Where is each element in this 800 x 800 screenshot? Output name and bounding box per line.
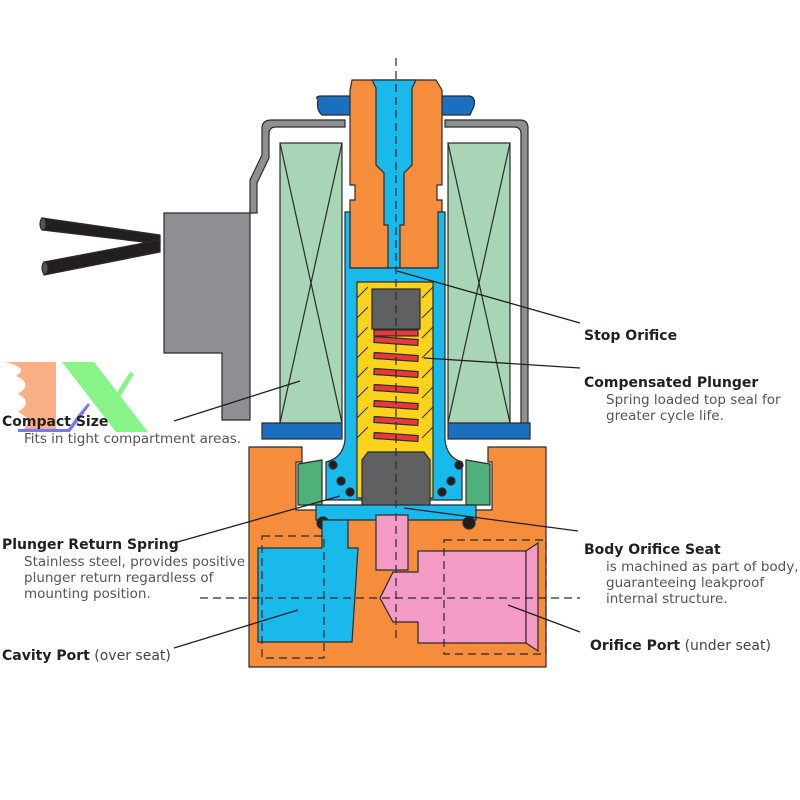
leader-stop-orifice bbox=[396, 270, 581, 324]
cavity-port bbox=[257, 519, 359, 643]
label-desc-line: Fits in tight compartment areas. bbox=[24, 431, 242, 447]
seal-right bbox=[465, 459, 491, 506]
lead-wires bbox=[39, 217, 161, 276]
label-desc-line: greater cycle life. bbox=[606, 408, 724, 424]
o-rings bbox=[316, 460, 476, 530]
coil-base-right bbox=[447, 422, 531, 440]
logo-mark bbox=[5, 362, 148, 432]
sleeve-hatch bbox=[356, 286, 434, 439]
label-plunger-return-spring: Plunger Return Spring Stainless steel, p… bbox=[2, 537, 245, 602]
leader-compact-size bbox=[173, 380, 301, 422]
label-desc-line: Spring loaded top seal for bbox=[606, 392, 781, 408]
label-desc-line: is machined as part of body, bbox=[606, 559, 799, 575]
label-title: Compensated Plunger bbox=[584, 375, 759, 391]
leader-compensated-plunger bbox=[423, 357, 581, 369]
connector-housing bbox=[163, 212, 251, 421]
label-qualifier: (under seat) bbox=[684, 638, 771, 654]
label-qualifier: (over seat) bbox=[94, 648, 171, 664]
leader-cavity-port bbox=[173, 609, 299, 649]
label-title: Orifice Port bbox=[590, 638, 681, 654]
label-title: Plunger Return Spring bbox=[2, 537, 179, 553]
label-title: Compact Size bbox=[2, 414, 109, 430]
label-desc-line: Stainless steel, provides positive bbox=[24, 554, 246, 570]
label-cavity-port: Cavity Port (over seat) bbox=[2, 648, 171, 665]
leader-orifice-port bbox=[507, 604, 581, 633]
retainer bbox=[315, 504, 477, 521]
coil-base-left bbox=[261, 422, 343, 440]
frame-bracket bbox=[249, 119, 346, 214]
leader-body-orifice-seat bbox=[403, 507, 579, 532]
label-desc-line: internal structure. bbox=[606, 591, 728, 607]
leader-plunger-return-spring bbox=[173, 495, 341, 544]
label-title: Cavity Port bbox=[2, 648, 90, 664]
seal-left bbox=[297, 459, 323, 506]
label-body-orifice-seat: Body Orifice Seat is machined as part of… bbox=[584, 542, 799, 607]
orifice-chamfer bbox=[525, 541, 539, 653]
label-desc-line: mounting position. bbox=[24, 586, 151, 602]
label-title: Stop Orifice bbox=[584, 328, 678, 344]
label-desc-line: guaranteeing leakproof bbox=[606, 575, 765, 591]
center-lines bbox=[200, 58, 580, 659]
orifice-passage bbox=[375, 514, 409, 571]
label-stop-orifice: Stop Orifice bbox=[584, 328, 677, 345]
label-title: Body Orifice Seat bbox=[584, 542, 721, 558]
leader-lines bbox=[173, 270, 581, 649]
label-orifice-port: Orifice Port (under seat) bbox=[590, 638, 771, 655]
label-compensated-plunger: Compensated Plunger Spring loaded top se… bbox=[584, 375, 781, 424]
label-desc-line: plunger return regardless of bbox=[24, 570, 214, 586]
coil-right bbox=[447, 142, 511, 424]
label-compact-size: Compact Size Fits in tight compartment a… bbox=[2, 414, 241, 447]
coil-left bbox=[279, 142, 343, 424]
